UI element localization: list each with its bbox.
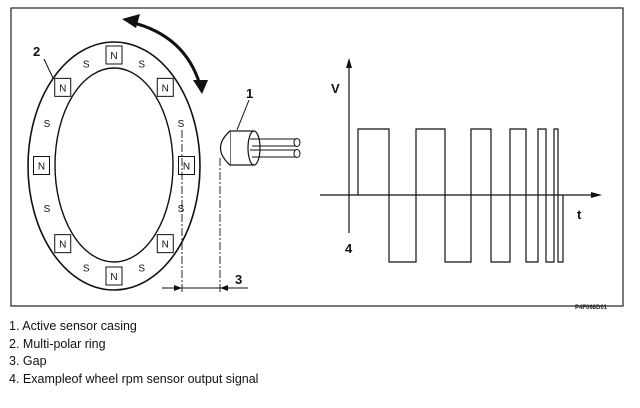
output-signal-waveform <box>357 128 564 263</box>
north-pole-label: N <box>162 240 169 251</box>
north-pole-box <box>156 77 174 97</box>
legend-text: Active sensor casing <box>22 319 137 333</box>
callout-1-leader <box>236 99 250 131</box>
ring-outer <box>27 41 201 291</box>
north-pole-label: N <box>59 240 66 251</box>
legend-item: 2. Multi-polar ring <box>9 336 258 354</box>
south-pole-label: S <box>138 264 145 275</box>
figure-frame <box>10 7 624 307</box>
south-pole-label: S <box>178 204 185 215</box>
north-pole-box <box>54 234 72 254</box>
callout-2-leader <box>43 58 54 79</box>
north-pole-label: N <box>183 162 190 173</box>
t-axis-arrow-icon <box>591 192 602 198</box>
v-axis-label: V <box>331 81 340 96</box>
rotation-arrow-icon <box>122 14 208 94</box>
callout-2: 2 <box>33 44 40 59</box>
legend-num: 4. <box>9 371 20 386</box>
multi-polar-ring <box>27 41 201 291</box>
figure-code: P4F068D01 <box>575 305 608 311</box>
south-pole-label: S <box>83 264 90 275</box>
t-axis-label: t <box>577 207 582 222</box>
gap-dimension <box>162 130 248 294</box>
south-pole-label: S <box>44 119 51 130</box>
legend-num: 2. <box>9 336 20 351</box>
north-pole-box <box>33 156 50 175</box>
north-pole-label: N <box>59 83 66 94</box>
legend-item: 4. Exampleof wheel rpm sensor output sig… <box>9 371 258 389</box>
ring-inner <box>54 67 174 263</box>
north-pole-label: N <box>38 162 45 173</box>
legend-item: 1. Active sensor casing <box>9 318 258 336</box>
legend-num: 1. <box>9 319 20 333</box>
legend-text: Exampleof wheel rpm sensor output signal <box>22 371 259 386</box>
callout-1: 1 <box>246 86 253 101</box>
north-pole-box <box>178 156 195 175</box>
south-pole-label: S <box>44 204 51 215</box>
north-pole-label: N <box>110 51 117 62</box>
callout-3: 3 <box>235 272 242 287</box>
north-pole-box <box>54 77 72 97</box>
legend-list: 1. Active sensor casing 2. Multi-polar r… <box>9 318 258 388</box>
magnet-poles: N S N S N S N S N S N S N S N S <box>33 45 195 286</box>
north-pole-label: N <box>110 272 117 283</box>
north-pole-box <box>156 234 174 254</box>
north-pole-box <box>105 45 123 65</box>
legend-text: Gap <box>22 354 47 368</box>
south-pole-label: S <box>83 59 90 70</box>
active-sensor <box>219 130 301 166</box>
north-pole-label: N <box>162 83 169 94</box>
signal-plot <box>320 58 602 263</box>
north-pole-box <box>105 266 123 286</box>
v-axis-arrow-icon <box>346 58 352 68</box>
legend-item: 3. Gap <box>9 353 258 371</box>
south-pole-label: S <box>178 119 185 130</box>
callout-4: 4 <box>345 241 353 256</box>
legend-num: 3. <box>9 354 20 368</box>
legend-text: Multi-polar ring <box>22 336 106 351</box>
south-pole-label: S <box>138 59 145 70</box>
